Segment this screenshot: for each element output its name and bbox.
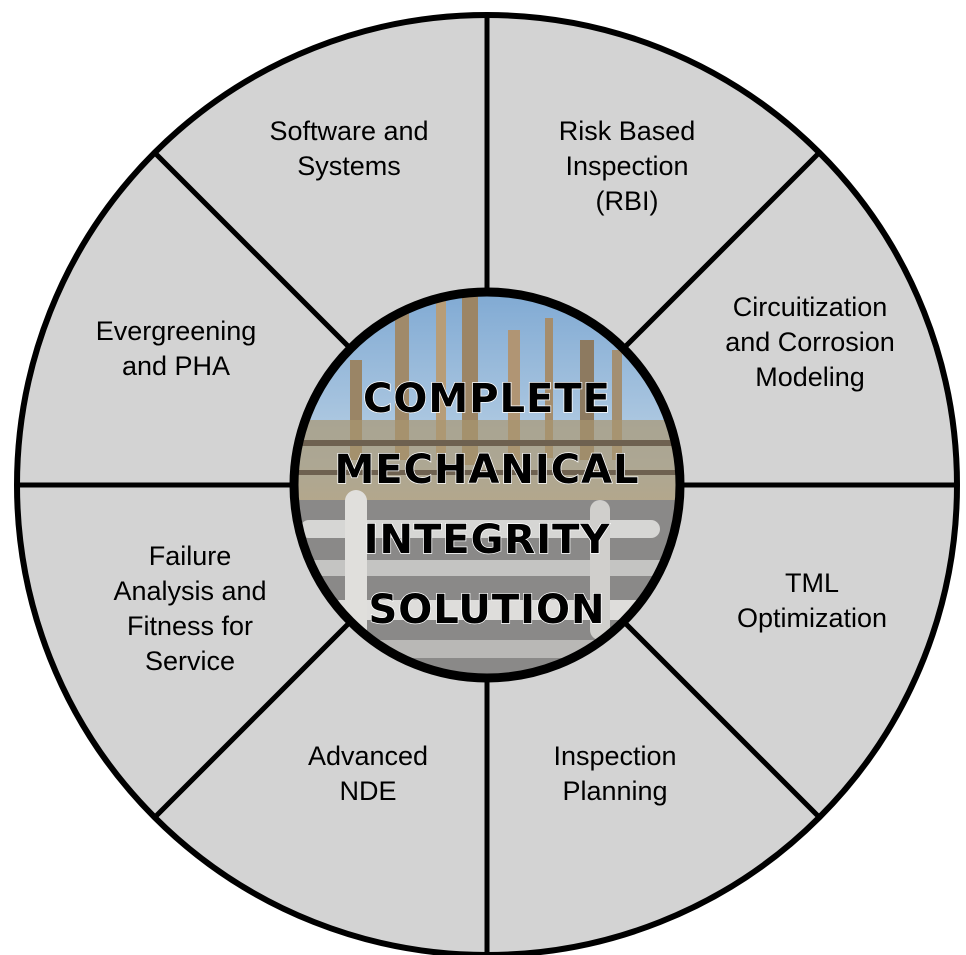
segment-label-line: Service [145, 646, 235, 676]
center-title-line: SOLUTION [368, 587, 605, 633]
segment-label-line: TML [785, 568, 839, 598]
segment-label-evergreening: Evergreening and PHA [96, 316, 257, 381]
segment-label-line: Optimization [737, 603, 887, 633]
segment-label-line: (RBI) [596, 186, 659, 216]
segment-label-line: Modeling [755, 362, 865, 392]
segment-label-line: Inspection [565, 151, 688, 181]
segment-label-line: Failure [149, 541, 232, 571]
segment-label-line: NDE [339, 776, 396, 806]
center-title-line: MECHANICAL [334, 447, 639, 493]
segment-label-line: Software and [269, 116, 428, 146]
segment-label-line: Evergreening [96, 316, 257, 346]
center-title-line: COMPLETE [363, 376, 611, 422]
segment-label-line: and Corrosion [725, 327, 895, 357]
center-title-line: INTEGRITY [364, 517, 611, 563]
center-hub: COMPLETE MECHANICAL INTEGRITY SOLUTION [289, 287, 685, 683]
segment-label-line: and PHA [122, 351, 230, 381]
refinery-photo [294, 292, 680, 678]
outer-ring [14, 12, 960, 955]
segment-label-line: Planning [562, 776, 667, 806]
segments-layer [14, 12, 960, 955]
segment-label-line: Risk Based [559, 116, 696, 146]
segment-label-line: Systems [297, 151, 401, 181]
segment-label-line: Fitness for [127, 611, 253, 641]
segment-label-line: Analysis and [113, 576, 266, 606]
segment-label-line: Circuitization [733, 292, 888, 322]
segment-label-tml-optimization: TML Optimization [737, 568, 887, 633]
segment-label-line: Inspection [553, 741, 676, 771]
segment-label-line: Advanced [308, 741, 428, 771]
center-title: COMPLETE MECHANICAL INTEGRITY SOLUTION [334, 375, 640, 634]
